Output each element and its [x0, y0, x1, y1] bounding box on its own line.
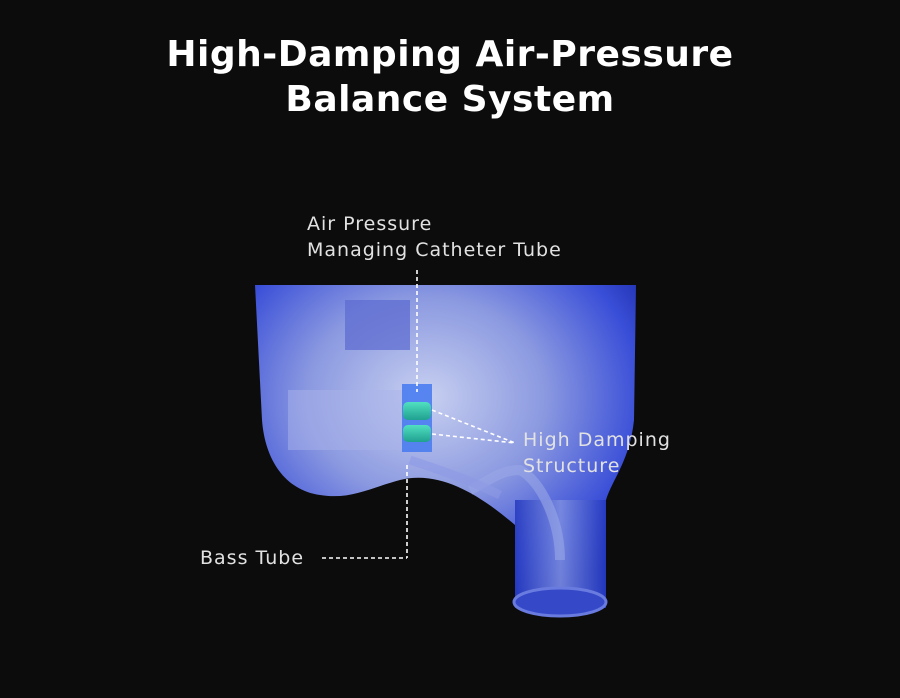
title-line-1: High-Damping Air-Pressure [166, 34, 734, 75]
label-air-pressure-2: Managing Catheter Tube [307, 239, 562, 261]
title-line-2: Balance System [285, 79, 615, 120]
earphone-shell [255, 285, 636, 618]
leader-lines [322, 270, 516, 559]
label-high-damping-2: Structure [523, 455, 621, 477]
label-high-damping-1: High Damping [523, 429, 671, 451]
damping-pad-lower [403, 425, 431, 442]
label-bass-tube: Bass Tube [200, 547, 305, 569]
damping-pad-upper [403, 402, 431, 420]
label-air-pressure-1: Air Pressure [307, 213, 433, 235]
